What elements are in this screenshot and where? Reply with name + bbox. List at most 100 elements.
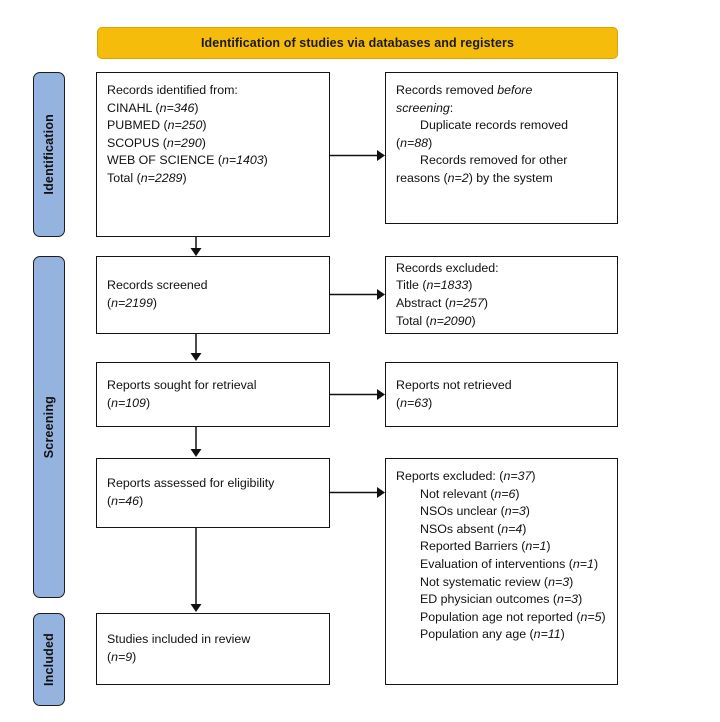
cinahl-count: n=346	[159, 100, 195, 115]
exclusion-reason-n: n=1	[525, 539, 547, 554]
stage-label-identification: Identification	[33, 72, 65, 237]
reports-sought-n: n=109	[111, 395, 146, 410]
exclusion-reason-n: n=6	[494, 486, 516, 501]
records-identified-total: Total (n=2289)	[107, 170, 187, 185]
exclusion-reason-label: Evaluation of interventions (	[420, 556, 573, 571]
reports-excluded-heading-label: Reports excluded: (	[396, 469, 504, 483]
box-studies-included-in-review: Studies included in review (n=9)	[96, 613, 330, 685]
studies-included-n: n=9	[111, 650, 133, 664]
exclusion-reason-label: Population age not reported (	[420, 609, 581, 624]
arrow-assessed-to-included	[190, 528, 202, 612]
box-records-screened: Records screened (n=2199)	[96, 256, 330, 334]
records-identified-scopus: SCOPUS (n=290)	[107, 135, 206, 150]
arrow-screened-to-reports-sought	[190, 334, 202, 361]
total-label: Total (	[107, 170, 141, 185]
exclusion-reason-label: Not systematic review (	[420, 574, 549, 589]
exclusion-reason-item: Not relevant (n=6)	[420, 486, 520, 501]
exclusion-reason-label: Population any age (	[420, 627, 534, 642]
reports-assessed-count: (n=46)	[107, 494, 144, 508]
reports-sought-label: Reports sought for retrieval	[107, 377, 257, 392]
exclusion-reason-item: Not systematic review (n=3)	[420, 574, 574, 589]
box-records-identified: Records identified from: CINAHL (n=346) …	[96, 72, 330, 237]
duplicate-n: n=88	[400, 135, 429, 150]
stage-label-screening-text: Screening	[42, 395, 56, 459]
stage-label-included: Included	[33, 613, 65, 706]
studies-included-label: Studies included in review	[107, 632, 251, 647]
records-excluded-total: Total (n=2090)	[396, 313, 476, 328]
reports-assessed-n: n=46	[111, 494, 140, 508]
reports-not-retrieved-label: Reports not retrieved	[396, 377, 512, 392]
stage-label-screening: Screening	[33, 256, 65, 598]
excluded-total-label: Total (	[396, 313, 430, 328]
arrow-identified-to-removed	[330, 150, 385, 161]
box-reports-sought-for-retrieval: Reports sought for retrieval (n=109)	[96, 362, 330, 427]
wos-count: n=1403	[221, 153, 264, 168]
records-screened-count: (n=2199)	[107, 296, 157, 310]
box-reports-not-retrieved: Reports not retrieved (n=63)	[385, 362, 618, 427]
wos-label: WEB OF SCIENCE (	[107, 153, 222, 168]
other-reasons-suffix: ) by the system	[468, 170, 553, 185]
studies-included-count: (n=9)	[107, 650, 137, 664]
exclusion-reason-n: n=1	[572, 556, 594, 571]
arrow-screened-to-excluded	[330, 289, 385, 300]
excluded-total-n: n=2090	[429, 313, 472, 328]
banner-title: Identification of studies via databases …	[200, 36, 515, 50]
exclusion-reason-n: n=4	[501, 521, 523, 536]
stage-label-included-text: Included	[42, 633, 56, 686]
records-removed-heading-2: screening:	[396, 100, 607, 118]
exclusion-reason-label: ED physician outcomes (	[420, 592, 558, 607]
reports-excluded-heading-n: n=37	[503, 469, 532, 483]
excluded-abstract-n: n=257	[449, 296, 484, 310]
exclusion-reason-n: n=11	[533, 627, 561, 642]
arrow-sought-to-not-retrieved	[330, 389, 385, 400]
exclusion-reason-n: n=5	[580, 609, 602, 624]
exclusion-reason-item: NSOs absent (n=4)	[420, 521, 527, 536]
exclusion-reason-label: NSOs unclear (	[420, 504, 505, 519]
scopus-count: n=290	[166, 135, 202, 150]
records-removed-heading-text: Records removed	[396, 83, 498, 97]
total-count: n=2289	[140, 170, 183, 185]
records-identified-wos: WEB OF SCIENCE (n=1403)	[107, 153, 268, 168]
reports-not-retrieved-n: n=63	[400, 395, 429, 410]
reports-sought-count: (n=109)	[107, 395, 151, 410]
pubmed-label: PUBMED (	[107, 118, 168, 133]
reports-excluded-heading: Reports excluded: (n=37)	[396, 469, 536, 483]
scopus-label: SCOPUS (	[107, 135, 167, 150]
records-removed-heading-1: Records removed before	[396, 82, 607, 100]
cinahl-label: CINAHL (	[107, 100, 160, 115]
exclusion-reason-label: NSOs absent (	[420, 521, 502, 536]
box-records-removed: Records removed before screening: Duplic…	[385, 72, 618, 224]
records-removed-colon: :	[449, 100, 454, 115]
records-excluded-abstract: Abstract (n=257)	[396, 296, 488, 310]
exclusion-reason-label: Not relevant (	[420, 486, 495, 501]
records-screened-label: Records screened	[107, 278, 208, 293]
exclusion-reason-item: Population any age (n=11)	[420, 627, 565, 642]
arrow-identified-to-screened	[190, 237, 202, 256]
box-reports-excluded: Reports excluded: (n=37) Not relevant (n…	[385, 458, 618, 685]
exclusion-reason-n: n=3	[548, 574, 570, 589]
records-screened-n: n=2199	[111, 296, 153, 310]
box-records-excluded: Records excluded: Title (n=1833) Abstrac…	[385, 256, 618, 334]
exclusion-reason-n: n=3	[557, 592, 579, 607]
reports-not-retrieved-count: (n=63)	[396, 395, 433, 410]
records-identified-heading: Records identified from:	[107, 83, 238, 97]
pubmed-count: n=250	[167, 118, 203, 133]
records-removed-before-em: before	[497, 83, 533, 97]
other-reasons-n: n=2	[447, 170, 469, 185]
duplicate-records-removed-count: (n=88)	[396, 135, 433, 150]
other-reasons-removed-count: reasons (n=2) by the system	[396, 170, 607, 188]
records-excluded-title: Title (n=1833)	[396, 278, 473, 293]
excluded-title-n: n=1833	[426, 278, 469, 293]
stage-label-identification-text: Identification	[42, 114, 56, 195]
reports-assessed-label: Reports assessed for eligibility	[107, 476, 275, 491]
exclusion-reason-item: NSOs unclear (n=3)	[420, 504, 530, 519]
exclusion-reason-label: Reported Barriers (	[420, 539, 526, 554]
excluded-abstract-label: Abstract (	[396, 296, 450, 310]
other-reasons-prefix: reasons (	[396, 170, 448, 185]
records-removed-screening-em: screening	[396, 100, 450, 115]
exclusion-reason-item: Reported Barriers (n=1)	[420, 539, 551, 554]
records-identified-pubmed: PUBMED (n=250)	[107, 118, 207, 133]
box-reports-assessed-for-eligibility: Reports assessed for eligibility (n=46)	[96, 458, 330, 528]
arrow-assessed-to-excluded	[330, 487, 385, 498]
